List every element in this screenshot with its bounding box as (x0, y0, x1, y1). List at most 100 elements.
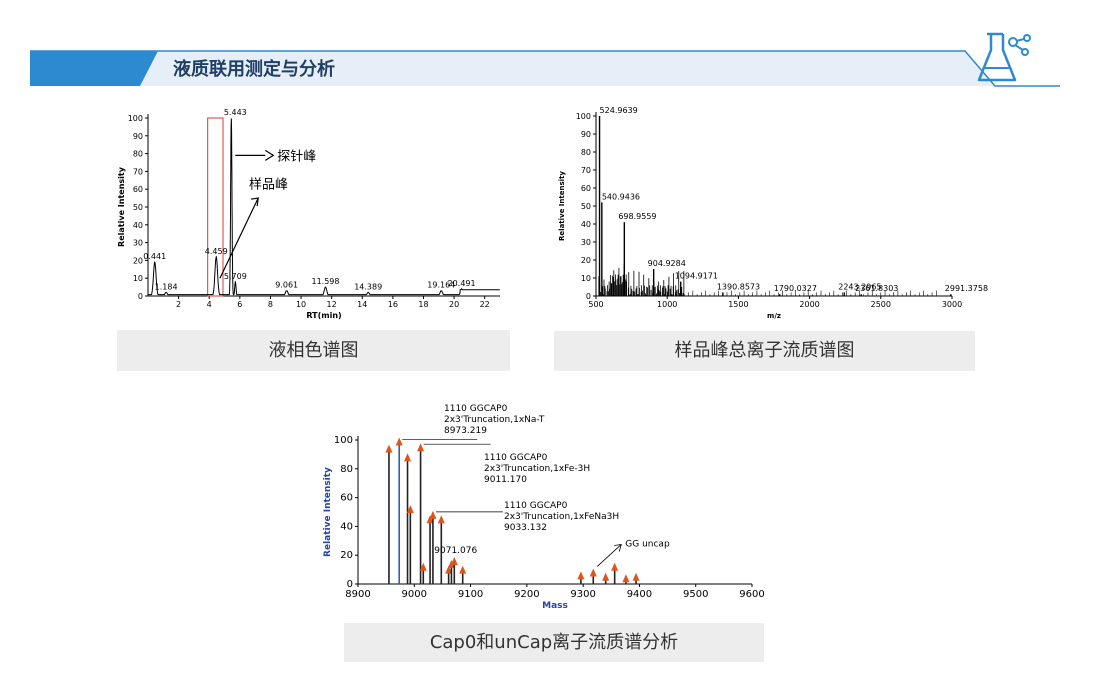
peak-label: 0.441 (143, 252, 166, 261)
y-axis-label: Relative Intensity (558, 171, 566, 241)
header-band (30, 50, 1060, 87)
peak-label: 11.598 (311, 277, 339, 286)
y-tick-label: 100 (576, 112, 591, 121)
peak-label: 2361.8303 (855, 284, 898, 293)
x-tick-label: 20 (449, 300, 459, 309)
peak-marker (437, 515, 445, 524)
peak-label: 2243.2965 (838, 282, 881, 291)
page-title: 液质联用测定与分析 (173, 59, 335, 80)
peak-annotation: 1110 GGCAP0 (444, 404, 508, 414)
peak-label: 4.459 (205, 247, 228, 256)
annotation-arrow (597, 544, 622, 567)
x-tick-label: 9300 (570, 589, 595, 600)
y-tick-label: 60 (581, 184, 591, 193)
x-axis-label: Mass (542, 601, 568, 611)
peak-marker (450, 556, 458, 565)
x-tick-label: 3000 (942, 300, 962, 309)
peak-annotation: 9033.132 (504, 523, 547, 533)
peak-marker (404, 453, 412, 462)
y-tick-label: 0 (138, 292, 143, 301)
x-tick-label: 14 (357, 300, 367, 309)
x-tick-label: 2 (176, 300, 181, 309)
y-tick-label: 40 (581, 220, 591, 229)
y-tick-label: 10 (581, 274, 591, 283)
header-band-background (30, 51, 995, 86)
y-tick-label: 0 (347, 579, 353, 590)
y-tick-label: 20 (581, 256, 591, 265)
y-tick-label: 70 (581, 166, 591, 175)
y-tick-label: 100 (334, 435, 353, 446)
y-tick-label: 90 (581, 130, 591, 139)
x-tick-label: 9000 (402, 589, 427, 600)
x-tick-label: 12 (327, 300, 337, 309)
y-tick-label: 50 (133, 203, 143, 212)
x-tick-label: 9200 (514, 589, 539, 600)
y-tick-label: 30 (581, 238, 591, 247)
y-tick-label: 0 (586, 292, 591, 301)
y-tick-label: 20 (340, 550, 353, 561)
peak-label: 9.061 (275, 281, 298, 290)
peak-marker (622, 574, 630, 583)
ms-caption: 样品峰总离子流质谱图 (554, 331, 975, 371)
peak-label: 14.389 (354, 282, 382, 291)
peak-label: 540.9436 (602, 192, 640, 201)
flask-molecule-icon (977, 32, 1031, 82)
annotation-arrowhead (614, 543, 622, 552)
highlight-box (207, 117, 224, 297)
x-tick-label: 500 (588, 300, 603, 309)
x-tick-label: 1000 (657, 300, 677, 309)
section-header: 液质联用测定与分析 (30, 50, 1060, 87)
peak-annotation: 9071.076 (434, 546, 477, 556)
peak-label: 20.491 (448, 279, 476, 288)
peak-label: 1.184 (155, 282, 178, 291)
peak-label: 1094.9171 (675, 272, 718, 281)
peak-marker (602, 572, 610, 581)
y-axis-label: Relative Intensity (323, 467, 333, 557)
peak-marker (429, 510, 437, 519)
chromatogram-trace (148, 118, 500, 296)
x-tick-label: 8900 (345, 589, 370, 600)
x-tick-label: 16 (388, 300, 398, 309)
y-tick-label: 30 (133, 239, 143, 248)
y-tick-label: 50 (581, 202, 591, 211)
y-tick-label: 60 (340, 493, 353, 504)
peak-marker (417, 443, 425, 452)
y-axis-label: Relative Intensity (117, 166, 126, 247)
annotation-probe-peak: 探针峰 (277, 149, 316, 164)
annotation-arrow (219, 197, 259, 279)
x-tick-label: 8 (268, 300, 273, 309)
peak-marker (385, 444, 393, 453)
x-tick-label: 9600 (739, 589, 764, 600)
x-tick-label: 1500 (728, 300, 748, 309)
peak-label: 904.9284 (648, 259, 686, 268)
y-tick-label: 60 (133, 185, 143, 194)
x-tick-label: 6 (237, 300, 242, 309)
peak-annotation: 2x3'Truncation,1xFeNa3H (504, 512, 619, 522)
peak-label: 698.9559 (618, 212, 656, 221)
x-tick-label: 22 (480, 300, 490, 309)
x-axis-label: m/z (767, 312, 781, 320)
annotation-sample-peak: 样品峰 (249, 177, 288, 192)
peak-annotation: 2x3'Truncation,1xFe-3H (484, 464, 590, 474)
x-tick-label: 9400 (627, 589, 652, 600)
peak-annotation: 8973.219 (444, 426, 487, 436)
peak-marker (577, 571, 585, 580)
y-tick-label: 80 (133, 150, 143, 159)
peak-annotation: 1110 GGCAP0 (484, 453, 548, 463)
peak-annotation: 2x3'Truncation,1xNa-T (444, 415, 545, 425)
header-line (30, 50, 1060, 87)
cap-caption: Cap0和unCap离子流质谱分析 (344, 623, 764, 662)
header-band-accent (30, 51, 158, 86)
x-tick-label: 9100 (458, 589, 483, 600)
peak-annotation: 9011.170 (484, 475, 527, 485)
x-tick-label: 4 (207, 300, 212, 309)
peak-label: 19.164 (427, 281, 455, 290)
peak-marker (419, 562, 427, 571)
peak-marker (589, 568, 597, 577)
y-tick-label: 80 (581, 148, 591, 157)
x-axis-label: RT(min) (306, 311, 341, 320)
x-tick-label: 2500 (871, 300, 891, 309)
peak-marker (406, 505, 414, 514)
y-tick-label: 70 (133, 167, 143, 176)
